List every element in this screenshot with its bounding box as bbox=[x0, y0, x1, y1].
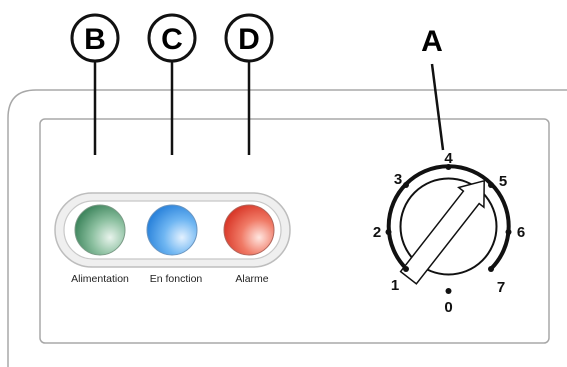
scale-number-1: 1 bbox=[391, 277, 399, 294]
scale-number-2: 2 bbox=[373, 224, 381, 241]
power-light-label: Alimentation bbox=[71, 273, 129, 285]
scale-dot-3 bbox=[403, 182, 409, 188]
scale-dot-2 bbox=[385, 229, 392, 235]
callout-d-circle bbox=[224, 13, 274, 63]
scale-dot-6 bbox=[505, 229, 512, 235]
outer-housing bbox=[7, 89, 567, 367]
scale-dot-7 bbox=[488, 266, 494, 272]
inner-panel bbox=[39, 118, 550, 344]
scale-number-0: 0 bbox=[444, 299, 452, 316]
scale-number-6: 6 bbox=[517, 224, 525, 241]
callout-b-letter: B bbox=[84, 23, 106, 56]
callout-c-circle bbox=[147, 13, 197, 63]
running-light-label: En fonction bbox=[150, 273, 203, 285]
callout-d-letter: D bbox=[238, 23, 260, 56]
callout-a-leader bbox=[430, 63, 445, 151]
scale-number-7: 7 bbox=[497, 279, 505, 296]
scale-number-3: 3 bbox=[394, 171, 402, 188]
alarm-indicator-light bbox=[223, 204, 275, 256]
dial-pointer[interactable] bbox=[396, 171, 497, 288]
scale-dot-1 bbox=[403, 266, 409, 272]
callout-b-circle bbox=[70, 13, 120, 63]
scale-dot-0 bbox=[445, 288, 452, 294]
scale-dot-4 bbox=[445, 164, 452, 170]
alarm-light-label: Alarme bbox=[235, 273, 268, 285]
scale-number-5: 5 bbox=[499, 173, 507, 190]
callout-c-letter: C bbox=[161, 23, 183, 56]
power-indicator-light bbox=[74, 204, 126, 256]
callout-a-letter: A bbox=[421, 25, 443, 58]
running-indicator-light bbox=[146, 204, 198, 256]
scale-dot-5 bbox=[488, 182, 494, 188]
scale-number-4: 4 bbox=[444, 150, 453, 167]
